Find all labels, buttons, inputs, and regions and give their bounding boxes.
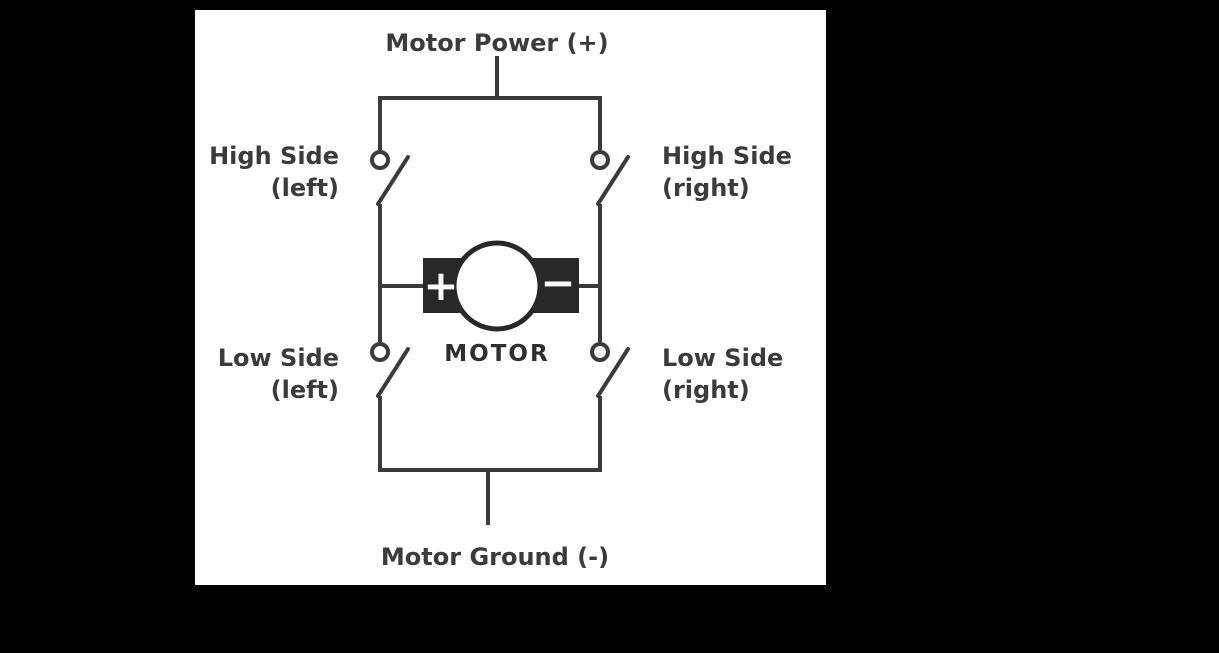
motor-plus-terminal: + <box>423 261 458 310</box>
switch-contact-icon <box>370 150 390 170</box>
switch-low-side-right <box>590 342 630 398</box>
switch-blade-icon <box>596 347 630 398</box>
motor-minus-terminal: − <box>540 258 575 307</box>
switch-blade-icon <box>376 347 410 398</box>
switch-high-side-left <box>370 150 410 206</box>
motor-circle <box>451 240 543 332</box>
label-high-side-left-line2: (left) <box>271 174 339 202</box>
switch-blade-icon <box>376 155 410 206</box>
label-low-side-right-line1: Low Side <box>662 344 783 372</box>
top-rail-wire <box>378 96 602 150</box>
circuit-wires <box>378 56 602 525</box>
label-high-side-right-line1: High Side <box>662 142 792 170</box>
label-motor: MOTOR <box>444 341 549 367</box>
label-motor-power: Motor Power (+) <box>385 29 608 57</box>
label-high-side-left-line1: High Side <box>209 142 339 170</box>
switch-contact-icon <box>370 342 390 362</box>
label-low-side-right-line2: (right) <box>662 376 750 404</box>
switch-contact-icon <box>590 150 610 170</box>
label-low-side-left-line2: (left) <box>271 376 339 404</box>
motor-symbol: + − <box>423 240 579 332</box>
label-high-side-right-line2: (right) <box>662 174 750 202</box>
switch-low-side-left <box>370 342 410 398</box>
label-low-side-left-line1: Low Side <box>218 344 339 372</box>
switch-high-side-right <box>590 150 630 206</box>
switch-contact-icon <box>590 342 610 362</box>
label-motor-ground: Motor Ground (-) <box>381 543 609 571</box>
switch-blade-icon <box>596 155 630 206</box>
